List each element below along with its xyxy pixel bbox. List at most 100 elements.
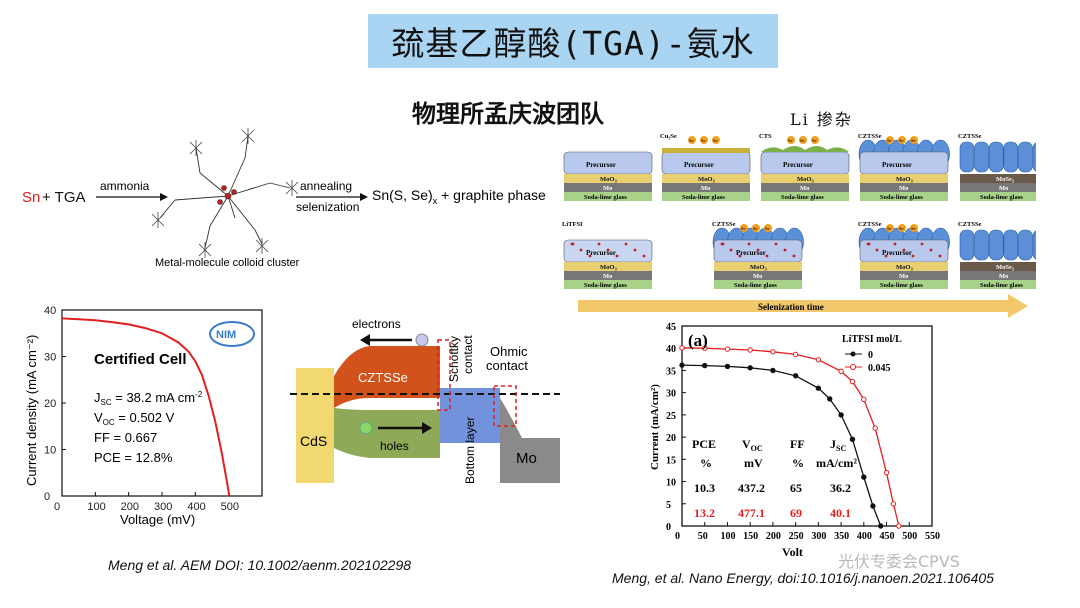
electron-icon bbox=[415, 333, 429, 347]
jv-right-marker bbox=[702, 345, 708, 351]
litfsi-dot bbox=[774, 242, 778, 246]
sn-label: Sn bbox=[22, 189, 40, 206]
litfsi-dot bbox=[765, 254, 769, 258]
jv-right-xtick-label: 50 bbox=[698, 531, 708, 542]
mo-label: Mo bbox=[800, 185, 809, 192]
mo-layer bbox=[761, 183, 849, 192]
precursor-label: Precursor bbox=[684, 161, 714, 169]
mo-layer bbox=[714, 271, 802, 280]
stack-label: CZTSSe bbox=[958, 133, 982, 140]
glass-layer bbox=[564, 192, 652, 201]
czts-grain bbox=[988, 141, 1004, 173]
voc-label: VOC = 0.502 V bbox=[94, 410, 175, 427]
cds-label: CdS bbox=[300, 433, 327, 449]
row2-voc: 477.1 bbox=[738, 506, 765, 520]
moo3-label: MoO3 bbox=[797, 176, 814, 184]
slide-title-box: 巯基乙醇酸(TGA)-氨水 bbox=[368, 14, 778, 68]
czts-grain bbox=[1032, 229, 1048, 261]
se-atom bbox=[799, 136, 807, 144]
jv-right-marker bbox=[770, 349, 776, 355]
unit-ff: % bbox=[792, 456, 804, 470]
mo-layer bbox=[662, 183, 750, 192]
litfsi-dot bbox=[875, 248, 879, 252]
litfsi-dot bbox=[911, 254, 915, 258]
czts-conduction bbox=[334, 346, 440, 408]
mo-layer bbox=[960, 271, 1048, 280]
jv-right-marker bbox=[792, 351, 799, 358]
se-label: Se bbox=[887, 138, 892, 143]
mo-label: Mo bbox=[999, 185, 1008, 192]
se-label: Se bbox=[911, 226, 916, 231]
se-atom bbox=[886, 136, 894, 144]
schottky-box bbox=[437, 339, 451, 411]
cluster-methyl-stars bbox=[151, 128, 299, 258]
electrons-label: electrons bbox=[352, 317, 401, 331]
jv-right-marker bbox=[827, 396, 833, 402]
se-label: Se bbox=[713, 138, 718, 143]
watermark: 光伏专委会CPVS bbox=[838, 552, 960, 571]
legend-marker-0 bbox=[850, 351, 856, 357]
stack-label: CZTSSe bbox=[858, 221, 882, 228]
glass-label: Soda-lime glass bbox=[880, 282, 923, 289]
jv-right-curve-045 bbox=[681, 347, 900, 527]
moo3-label: MoO3 bbox=[698, 176, 715, 184]
mo-layer bbox=[860, 183, 948, 192]
moo3-layer bbox=[860, 262, 948, 271]
stack-label: CZTSSe bbox=[858, 133, 882, 140]
litfsi-dot bbox=[929, 248, 933, 252]
glass-label: Soda-lime glass bbox=[781, 194, 824, 201]
moo3-layer bbox=[960, 262, 1048, 271]
czts-grain bbox=[1003, 141, 1019, 173]
stack-label: CZTSSe bbox=[958, 221, 982, 228]
jv-left-xtick-label: 0 bbox=[54, 501, 60, 513]
se-atom bbox=[700, 136, 708, 144]
jv-left-xtick-label: 300 bbox=[154, 501, 172, 513]
jv-right-ytick-label: 5 bbox=[666, 500, 671, 511]
litfsi-dot bbox=[902, 248, 906, 252]
selenization-arrow bbox=[578, 294, 1028, 318]
litfsi-dot bbox=[893, 242, 897, 246]
moo3-layer bbox=[564, 262, 652, 271]
moo3-label: MoO3 bbox=[600, 264, 617, 272]
mo-layer bbox=[564, 183, 652, 192]
cts-film bbox=[761, 146, 849, 152]
glass-layer bbox=[761, 192, 849, 201]
se-label: Se bbox=[788, 138, 793, 143]
se-label: Se bbox=[887, 226, 892, 231]
selenization-time-label: Selenization time bbox=[758, 302, 824, 312]
se-atom bbox=[898, 136, 906, 144]
jv-right-xtick-label: 150 bbox=[743, 531, 758, 542]
se-atom bbox=[752, 224, 760, 232]
jv-left-ytick-label: 10 bbox=[44, 445, 56, 457]
jv-right-ytick-label: 10 bbox=[666, 478, 676, 489]
jv-right-marker bbox=[747, 347, 753, 353]
certified-cell-label: Certified Cell bbox=[94, 351, 187, 368]
jv-right-ytick-label: 45 bbox=[666, 322, 676, 333]
jv-right-marker bbox=[679, 345, 685, 351]
glass-label: Soda-lime glass bbox=[980, 282, 1023, 289]
precursor-label: Precursor bbox=[783, 161, 813, 169]
glass-layer bbox=[860, 192, 948, 201]
jv-right-ylabel: Current (mA/cm²) bbox=[649, 384, 661, 470]
jv-right-marker bbox=[838, 368, 844, 375]
arrow-annealing-head bbox=[360, 193, 368, 201]
se-label: Se bbox=[765, 226, 770, 231]
glass-label: Soda-lime glass bbox=[584, 282, 627, 289]
ohmic-box bbox=[493, 385, 517, 427]
precursor-label: Precursor bbox=[586, 161, 616, 169]
jv-right-xtick-label: 0 bbox=[675, 531, 680, 542]
jv-right-xtick-label: 350 bbox=[834, 531, 849, 542]
moo3-label: MoSe2 bbox=[996, 176, 1015, 184]
moo3-label: MoO3 bbox=[750, 264, 767, 272]
jv-right-marker bbox=[815, 357, 822, 363]
czts-grain bbox=[974, 141, 989, 173]
jsc-label: JSC = 38.2 mA cm-2 bbox=[94, 390, 203, 407]
jv-right-ytick-label: 35 bbox=[666, 366, 676, 377]
jv-right-marker bbox=[870, 503, 876, 509]
selenization-label: selenization bbox=[296, 200, 359, 214]
jv-right-marker bbox=[849, 436, 856, 443]
